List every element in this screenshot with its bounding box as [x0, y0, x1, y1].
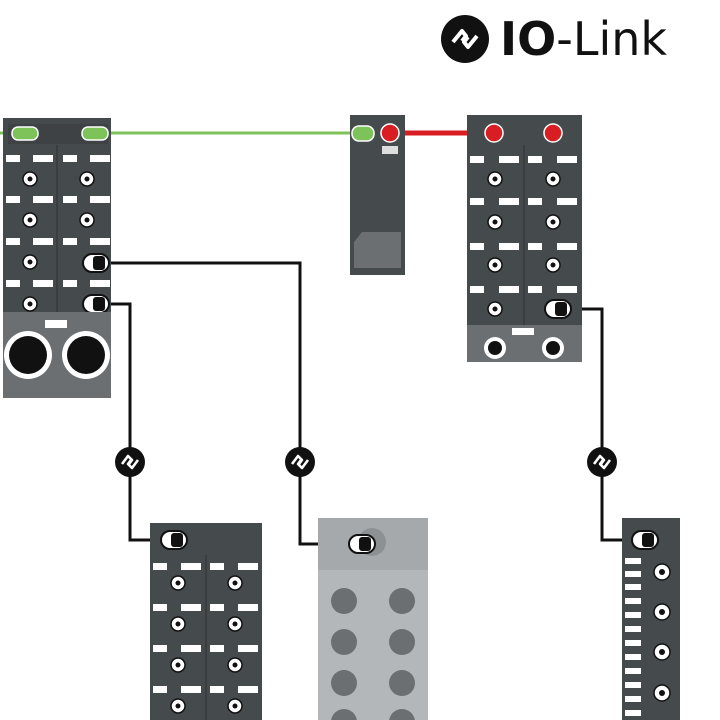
coupler-module: [350, 115, 405, 275]
logo-text-light: -Link: [556, 12, 668, 66]
coupler-green-port: [351, 125, 375, 142]
io-link-master-module-right: [467, 115, 582, 362]
io-link-icon: [441, 15, 489, 63]
power-connector-2: [62, 331, 110, 379]
io-link-icon: [113, 445, 147, 479]
device-port-connector: [348, 528, 386, 556]
device-port-plug-3: [631, 530, 659, 550]
io-link-cable-3: [565, 307, 636, 542]
red-port-1: [484, 123, 504, 143]
device-port-plug-1: [160, 530, 188, 550]
io-link-port-plug-2: [82, 294, 110, 314]
logo-text-bold: IO: [500, 12, 557, 66]
io-link-device-hub-right: [622, 518, 680, 720]
red-port-2: [543, 123, 563, 143]
io-link-cable-2: [110, 261, 358, 546]
io-link-icon: [585, 445, 619, 479]
green-port-2: [81, 126, 109, 141]
green-port-1: [11, 126, 39, 141]
io-link-port-plug-3: [544, 299, 572, 319]
io-link-port-plug-1: [82, 253, 110, 273]
io-link-master-module-left: [3, 118, 111, 398]
io-link-device-light-module: [318, 518, 428, 720]
io-link-wordmark: IO-Link: [500, 16, 667, 62]
power-connector-1: [4, 331, 52, 379]
coupler-red-port: [380, 123, 400, 143]
io-link-icon: [283, 445, 317, 479]
io-link-logo: IO-Link: [440, 6, 667, 72]
io-link-device-hub-left: [150, 523, 262, 720]
io-link-cable-1: [110, 302, 165, 542]
